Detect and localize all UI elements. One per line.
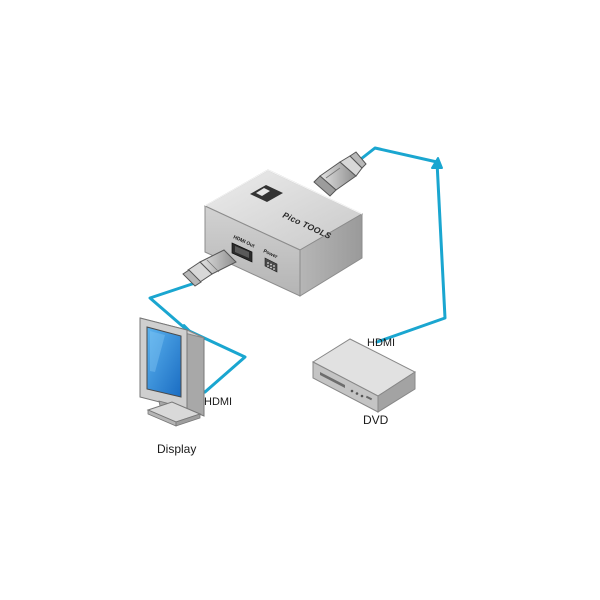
direction-arrow-icon xyxy=(431,157,443,169)
hdmi-label-display: HDMI xyxy=(204,396,232,408)
hdmi-label-dvd: HDMI xyxy=(367,337,395,349)
display-label: Display xyxy=(157,442,196,456)
hdmi-connector-icon xyxy=(182,249,237,287)
power-port xyxy=(264,257,278,273)
port-power-label: Power xyxy=(262,248,278,260)
hdmi-device-icon: Pico TOOLS HDMI Out Power xyxy=(203,169,364,297)
monitor-icon xyxy=(139,317,205,427)
hdmi-out-port xyxy=(231,242,253,263)
cable-dvd-to-device xyxy=(350,146,447,344)
dvd-label: DVD xyxy=(363,413,389,427)
brand-logo xyxy=(250,185,283,202)
hdmi-connector-icon xyxy=(313,151,367,197)
dvd-player-icon xyxy=(311,338,417,413)
